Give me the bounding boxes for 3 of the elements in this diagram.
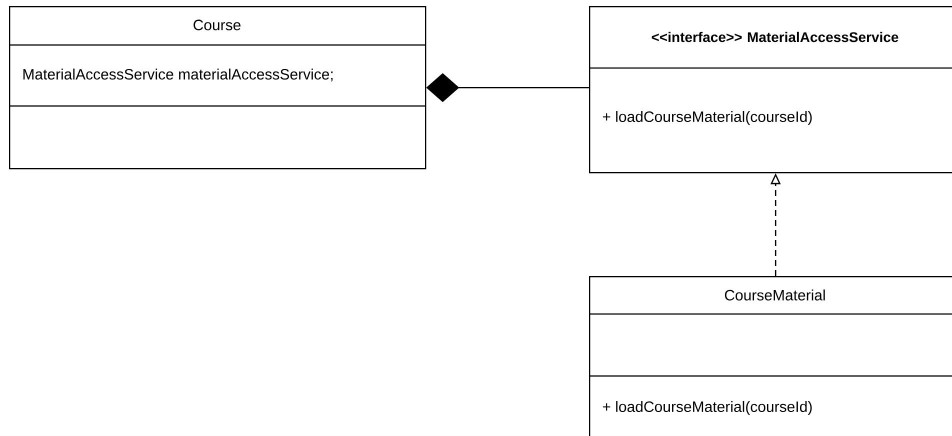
class-box: CourseMaterial + loadCourseMaterial(courseId) bbox=[589, 276, 952, 436]
class-box: Course MaterialAccessService materialAccessService; bbox=[9, 6, 426, 170]
class-box: <<interface>> MaterialAccessService + loadCourseMaterial(courseId) bbox=[589, 6, 952, 174]
